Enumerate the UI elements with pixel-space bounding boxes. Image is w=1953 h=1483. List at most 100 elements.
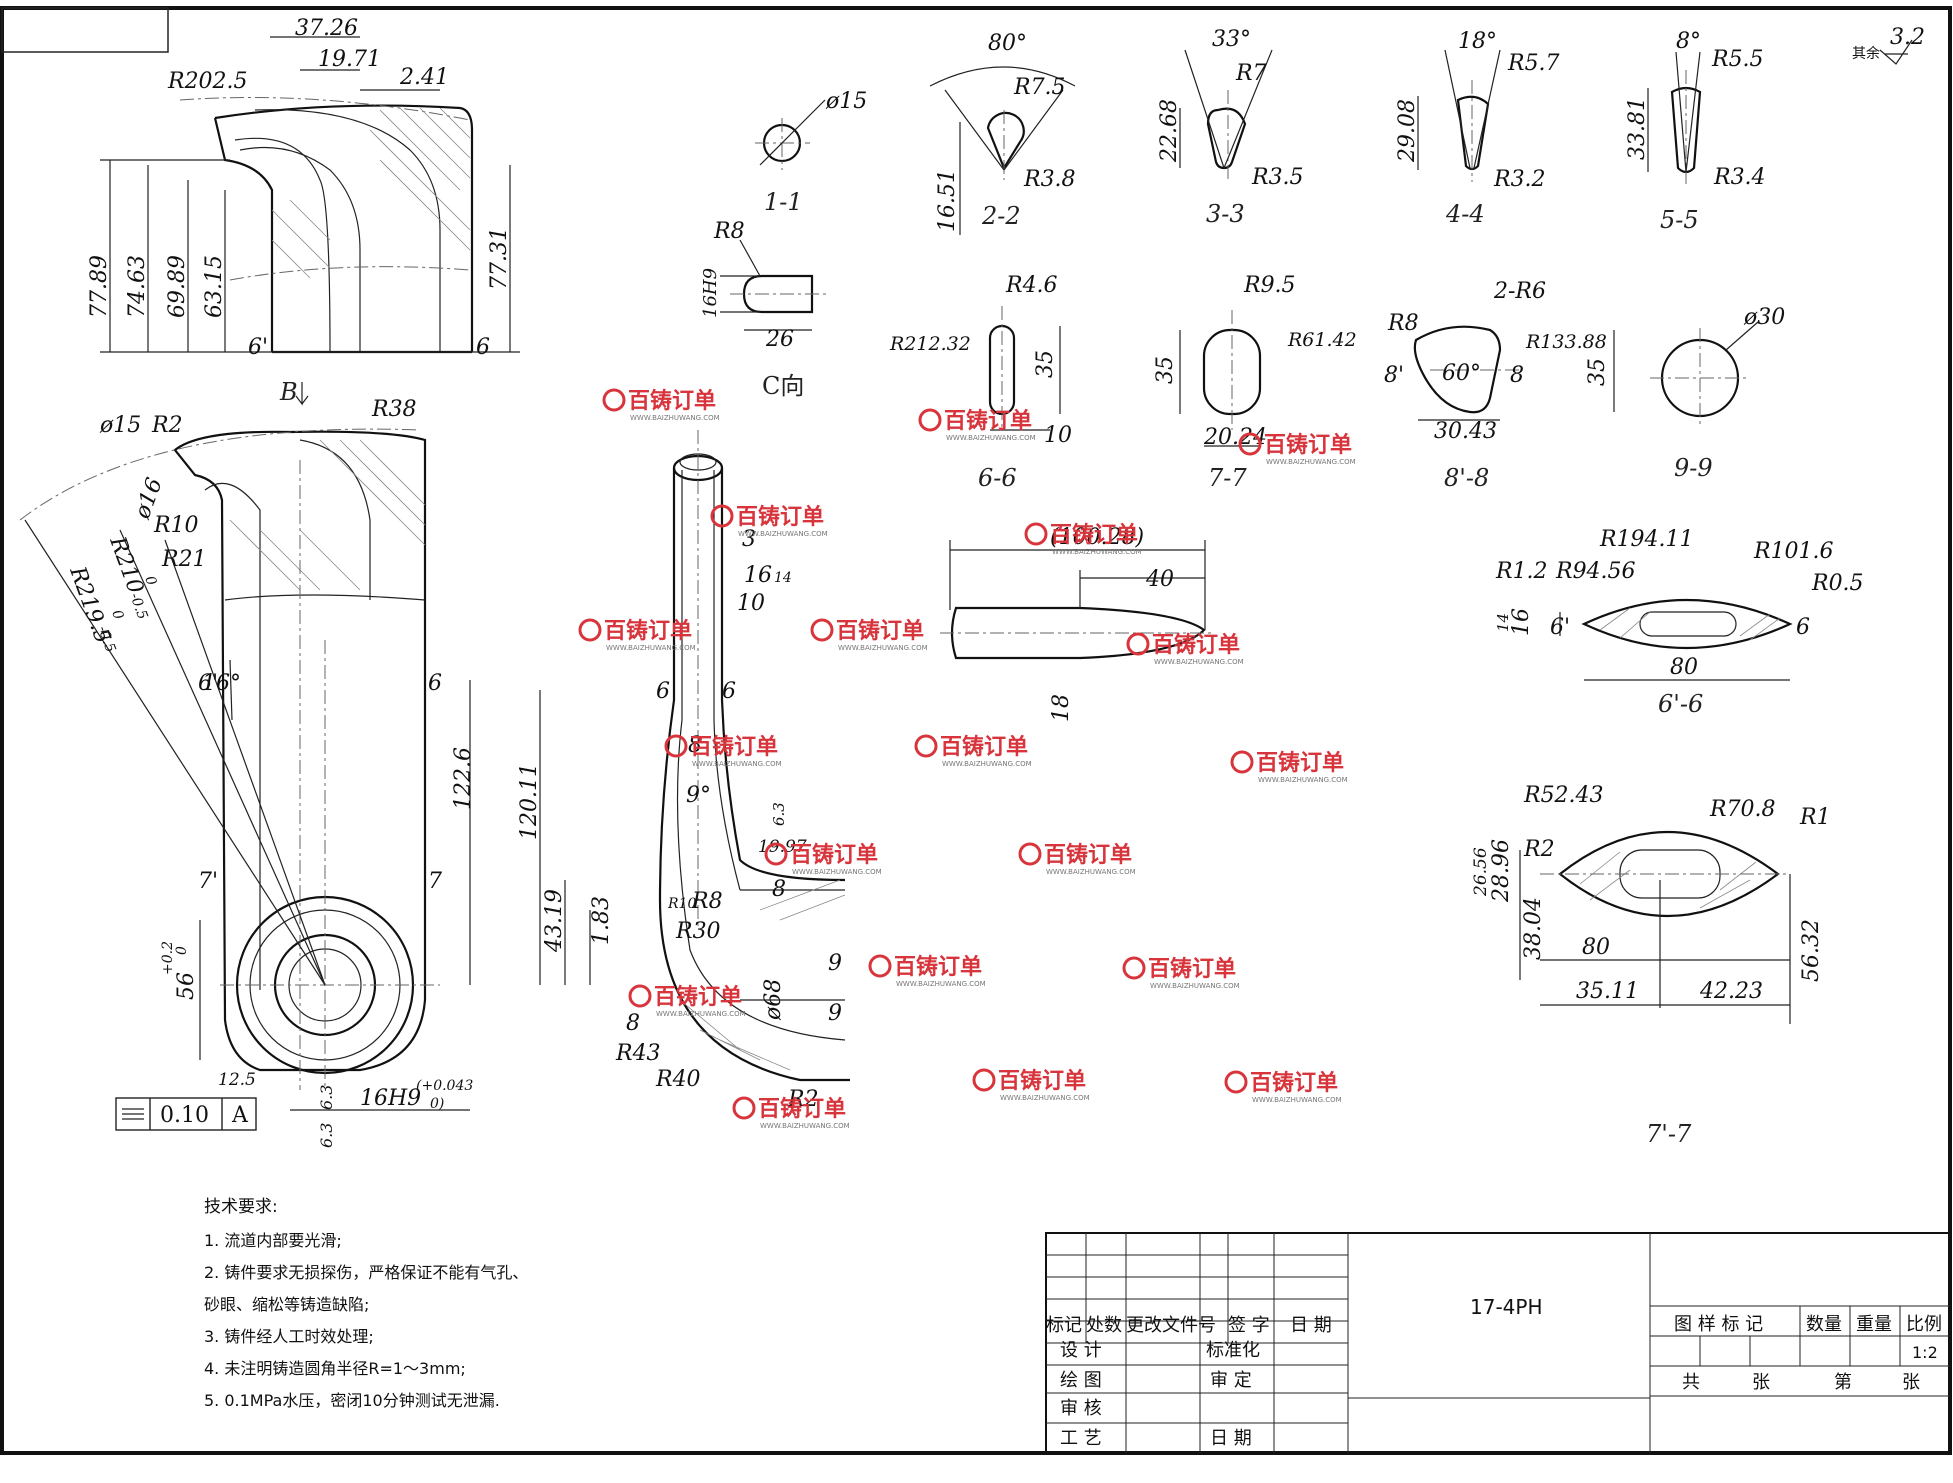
svg-text:WWW.BAIZHUWANG.COM: WWW.BAIZHUWANG.COM bbox=[1046, 868, 1136, 876]
svg-text:ø68: ø68 bbox=[761, 979, 786, 1021]
svg-text:38.04: 38.04 bbox=[1521, 897, 1546, 960]
svg-text:WWW.BAIZHUWANG.COM: WWW.BAIZHUWANG.COM bbox=[1150, 982, 1240, 990]
svg-text:百铸订单: 百铸订单 bbox=[944, 408, 1032, 434]
svg-text:5-5: 5-5 bbox=[1660, 206, 1699, 234]
svg-text:绘 图: 绘 图 bbox=[1060, 1370, 1102, 1391]
svg-text:43.19: 43.19 bbox=[542, 889, 567, 953]
svg-text:6: 6 bbox=[476, 335, 490, 360]
svg-text:9-9: 9-9 bbox=[1674, 454, 1713, 482]
svg-text:42.23: 42.23 bbox=[1699, 979, 1763, 1004]
svg-text:63.15: 63.15 bbox=[202, 255, 227, 318]
svg-text:R3.4: R3.4 bbox=[1713, 165, 1766, 190]
svg-text:ø15: ø15 bbox=[825, 89, 867, 114]
svg-text:WWW.BAIZHUWANG.COM: WWW.BAIZHUWANG.COM bbox=[1154, 658, 1244, 666]
svg-text:R8: R8 bbox=[691, 889, 723, 914]
svg-text:标记: 标记 bbox=[1046, 1315, 1082, 1336]
svg-text:百铸订单: 百铸订单 bbox=[628, 388, 716, 414]
svg-text:R3.2: R3.2 bbox=[1493, 167, 1546, 192]
svg-text:6: 6 bbox=[722, 679, 736, 704]
svg-text:R52.43: R52.43 bbox=[1523, 783, 1604, 808]
svg-text:8'-8: 8'-8 bbox=[1444, 464, 1489, 492]
svg-text:百铸订单: 百铸订单 bbox=[1148, 956, 1236, 982]
svg-text:2-R6: 2-R6 bbox=[1493, 279, 1546, 304]
svg-text:35: 35 bbox=[1153, 356, 1178, 384]
svg-text:33°: 33° bbox=[1212, 27, 1251, 52]
svg-text:10: 10 bbox=[1044, 423, 1072, 448]
svg-text:B: B bbox=[279, 378, 298, 406]
svg-text:R0.5: R0.5 bbox=[1811, 571, 1864, 596]
svg-text:R5.7: R5.7 bbox=[1507, 51, 1560, 76]
svg-text:+0.2: +0.2 bbox=[160, 941, 176, 975]
sheet-border bbox=[0, 6, 1952, 1455]
svg-text:6': 6' bbox=[1550, 615, 1570, 640]
svg-text:重量: 重量 bbox=[1856, 1314, 1892, 1335]
svg-text:百铸订单: 百铸订单 bbox=[1050, 522, 1138, 548]
svg-text:C向: C向 bbox=[762, 372, 804, 400]
section-6-6: R4.6 R212.32 35 10 6-6 bbox=[889, 273, 1072, 492]
svg-text:百铸订单: 百铸订单 bbox=[836, 618, 924, 644]
svg-text:7': 7' bbox=[198, 869, 218, 894]
main-front-view: 16° 6' 6 7' 7 122.6 56 +0.2 0 12.5 6.3 6… bbox=[19, 378, 476, 1148]
svg-text:WWW.BAIZHUWANG.COM: WWW.BAIZHUWANG.COM bbox=[1052, 548, 1142, 556]
svg-text:1-1: 1-1 bbox=[764, 188, 803, 216]
svg-text:百铸订单: 百铸订单 bbox=[1256, 750, 1344, 776]
svg-text:R2: R2 bbox=[151, 413, 183, 438]
svg-text:6': 6' bbox=[198, 671, 218, 696]
svg-text:9°: 9° bbox=[686, 783, 711, 808]
svg-text:2. 铸件要求无损探伤，严格保证不能有气孔、: 2. 铸件要求无损探伤，严格保证不能有气孔、 bbox=[204, 1263, 528, 1282]
svg-text:6.3: 6.3 bbox=[770, 802, 788, 826]
svg-text:百铸订单: 百铸订单 bbox=[790, 842, 878, 868]
svg-text:R7.5: R7.5 bbox=[1013, 75, 1066, 100]
svg-text:标准化: 标准化 bbox=[1206, 1340, 1260, 1361]
svg-text:3-3: 3-3 bbox=[1206, 200, 1245, 228]
svg-text:56.32: 56.32 bbox=[1799, 919, 1824, 982]
svg-text:张: 张 bbox=[1902, 1372, 1920, 1393]
svg-text:R212.32: R212.32 bbox=[889, 333, 971, 355]
svg-text:WWW.BAIZHUWANG.COM: WWW.BAIZHUWANG.COM bbox=[1266, 458, 1356, 466]
svg-text:14: 14 bbox=[1494, 613, 1512, 632]
view-c: R8 16H9 26 C向 bbox=[700, 219, 830, 400]
svg-text:第: 第 bbox=[1834, 1372, 1852, 1393]
corner-box bbox=[1, 7, 169, 53]
svg-text:R38: R38 bbox=[371, 397, 417, 422]
side-view: 3 16 14 10 6 6 8 9° 6.3 19.97 120.11 43.… bbox=[517, 430, 850, 1112]
svg-text:WWW.BAIZHUWANG.COM: WWW.BAIZHUWANG.COM bbox=[1258, 776, 1348, 784]
svg-text:(100.28): (100.28) bbox=[1050, 525, 1144, 550]
svg-text:百铸订单: 百铸订单 bbox=[1250, 1070, 1338, 1096]
svg-text:0: 0 bbox=[108, 608, 126, 622]
svg-text:A: A bbox=[231, 1103, 249, 1128]
svg-text:3: 3 bbox=[742, 527, 756, 552]
svg-text:R8: R8 bbox=[713, 219, 745, 244]
svg-text:6: 6 bbox=[1796, 615, 1810, 640]
svg-text:百铸订单: 百铸订单 bbox=[940, 734, 1028, 760]
svg-text:14: 14 bbox=[774, 570, 792, 586]
svg-text:百铸订单: 百铸订单 bbox=[1152, 632, 1240, 658]
svg-text:R43: R43 bbox=[615, 1041, 661, 1066]
svg-text:80: 80 bbox=[1670, 655, 1698, 680]
svg-text:R94.56: R94.56 bbox=[1555, 559, 1636, 584]
svg-text:2.41: 2.41 bbox=[399, 65, 449, 90]
svg-text:R61.42: R61.42 bbox=[1287, 329, 1357, 351]
svg-text:审 定: 审 定 bbox=[1210, 1370, 1252, 1391]
svg-text:35.11: 35.11 bbox=[1576, 979, 1639, 1004]
svg-text:百铸订单: 百铸订单 bbox=[894, 954, 982, 980]
svg-text:17-4PH: 17-4PH bbox=[1470, 1295, 1543, 1319]
svg-text:(+0.043: (+0.043 bbox=[416, 1078, 473, 1094]
svg-text:80: 80 bbox=[1582, 935, 1610, 960]
svg-text:共: 共 bbox=[1682, 1372, 1700, 1393]
svg-text:更改文件号: 更改文件号 bbox=[1126, 1315, 1216, 1336]
section-9-9: ø30 9-9 bbox=[1650, 305, 1785, 482]
svg-text:百铸订单: 百铸订单 bbox=[1044, 842, 1132, 868]
section-3-3: 33° R7 22.68 R3.5 3-3 bbox=[1157, 27, 1304, 228]
technical-requirements: 技术要求: 1. 流道内部要光滑; 2. 铸件要求无损探伤，严格保证不能有气孔、… bbox=[204, 1197, 528, 1410]
svg-text:比例: 比例 bbox=[1906, 1314, 1942, 1335]
